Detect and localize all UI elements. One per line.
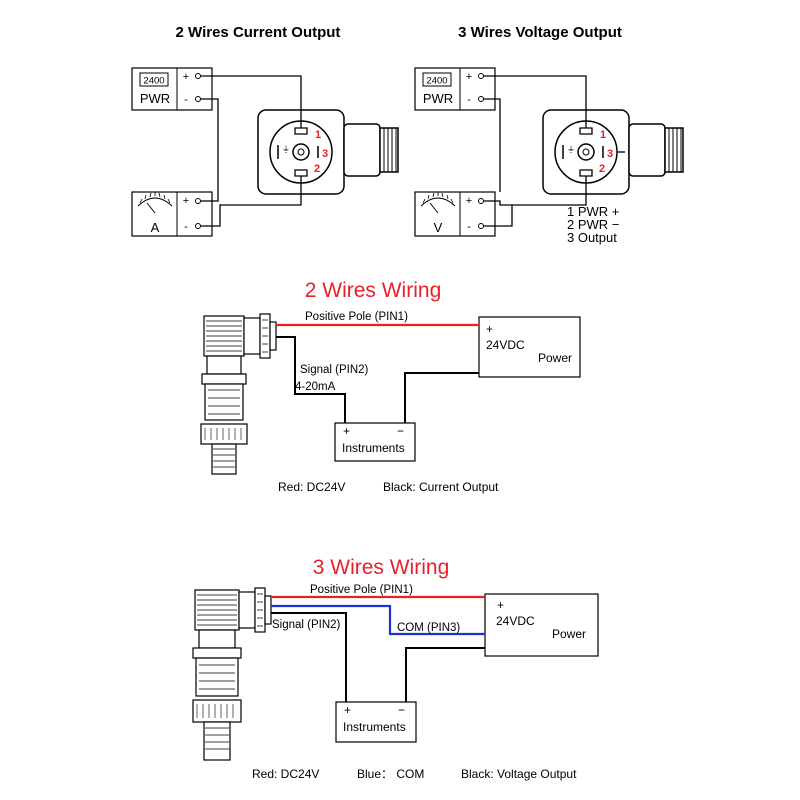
- connector-left: ⏚ 1 2 3: [257, 109, 399, 195]
- power-label-2w: Power: [538, 351, 572, 365]
- pin-legend-3: 3 Output: [567, 230, 617, 245]
- positive-label-2w: Positive Pole (PIN1): [305, 311, 408, 323]
- top-right-wires: [484, 75, 625, 227]
- meter-minus-right: -: [467, 221, 471, 233]
- top-left-wires: [201, 75, 302, 227]
- power-label-3w: Power: [552, 627, 586, 641]
- ground-icon: ⏚: [567, 145, 575, 154]
- top-left-diagram: 2 Wires Current Output 2400 PWR + - A + …: [131, 24, 399, 237]
- two-wires-wiring: 2 Wires Wiring + 24VDC Power: [200, 279, 581, 494]
- signal-wire-2w: [276, 336, 346, 423]
- meter-plus-left: +: [183, 195, 189, 207]
- signal-wire-3w: [271, 612, 347, 702]
- instruments-2w: + − Instruments: [334, 422, 416, 462]
- legend-black-2w: Black: Current Output: [383, 480, 499, 494]
- pwr-plus-right: +: [466, 71, 472, 83]
- title-2-wires-current: 2 Wires Current Output: [176, 24, 341, 41]
- power-plus-2w: +: [486, 322, 493, 336]
- legend-black-3w: Black: Voltage Output: [461, 767, 577, 781]
- power-supply-3w: + 24VDC Power: [484, 593, 599, 657]
- legend-blue-3w: Blue： COM: [357, 767, 424, 781]
- meter-minus-left: -: [184, 221, 188, 233]
- title-3-wires-wiring: 3 Wires Wiring: [313, 556, 450, 579]
- pin-legend-1: 1 PWR +: [567, 204, 619, 219]
- pin-2-left: 2: [314, 163, 320, 175]
- instr-plus-2w: +: [343, 424, 350, 438]
- pwr-supply-left: 2400 PWR + -: [131, 67, 213, 111]
- instruments-3w: + − Instruments: [335, 701, 417, 743]
- pwr-display-right: 2400: [426, 76, 447, 87]
- power-plus-3w: +: [497, 598, 504, 612]
- current-label-2w: 4-20mA: [295, 381, 336, 393]
- pin-1-right: 1: [600, 129, 606, 141]
- title-3-wires-voltage: 3 Wires Voltage Output: [458, 24, 622, 41]
- positive-label-3w: Positive Pole (PIN1): [310, 584, 413, 596]
- legend-red-3w: Red: DC24V: [252, 767, 319, 781]
- ammeter-label: A: [151, 220, 160, 235]
- top-right-diagram: 3 Wires Voltage Output 2400 PWR + - V + …: [414, 24, 684, 245]
- instr-minus-2w: −: [397, 424, 404, 438]
- signal-label-3w: Signal (PIN2): [272, 619, 341, 631]
- pwr-label-left: PWR: [140, 91, 170, 106]
- power-supply-2w: + 24VDC Power: [478, 316, 581, 378]
- pin-legend-right: 1 PWR + 2 PWR − 3 Output: [567, 204, 619, 245]
- blue-wire-3w: [271, 604, 485, 636]
- pwr-minus-left: -: [184, 94, 188, 106]
- title-2-wires-wiring: 2 Wires Wiring: [305, 279, 442, 302]
- connector-right: ⏚ 1 2 3: [542, 109, 684, 195]
- legend-red-2w: Red: DC24V: [278, 480, 345, 494]
- pwr-minus-right: -: [467, 94, 471, 106]
- pressure-sensor-2w: [200, 313, 277, 475]
- pwr-display-left: 2400: [143, 76, 164, 87]
- instr-plus-3w: +: [344, 703, 351, 717]
- pwr-label-right: PWR: [423, 91, 453, 106]
- ammeter-box: A + -: [131, 191, 213, 237]
- signal-label-2w: Signal (PIN2): [300, 364, 369, 376]
- pin-1-left: 1: [315, 129, 321, 141]
- voltmeter-label: V: [434, 220, 443, 235]
- instr-label-3w: Instruments: [343, 720, 406, 734]
- return-wire-2w: [404, 372, 479, 423]
- com-label-3w: COM (PIN3): [397, 622, 460, 634]
- return-wire-3w: [405, 647, 485, 702]
- pin-3-right: 3: [607, 148, 613, 160]
- pin-2-right: 2: [599, 163, 605, 175]
- meter-plus-right: +: [466, 195, 472, 207]
- pressure-sensor-3w: [192, 587, 272, 761]
- pin-3-left: 3: [322, 148, 328, 160]
- voltmeter-box: V + -: [414, 191, 496, 237]
- pin-legend-2: 2 PWR −: [567, 217, 619, 232]
- ground-icon: ⏚: [282, 145, 290, 154]
- instr-minus-3w: −: [398, 703, 405, 717]
- three-wires-wiring: 3 Wires Wiring + 24VDC Power +: [192, 556, 599, 781]
- pwr-supply-right: 2400 PWR + -: [414, 67, 496, 111]
- pwr-plus-left: +: [183, 71, 189, 83]
- instr-label-2w: Instruments: [342, 441, 405, 455]
- power-voltage-2w: 24VDC: [486, 338, 525, 352]
- power-voltage-3w: 24VDC: [496, 614, 535, 628]
